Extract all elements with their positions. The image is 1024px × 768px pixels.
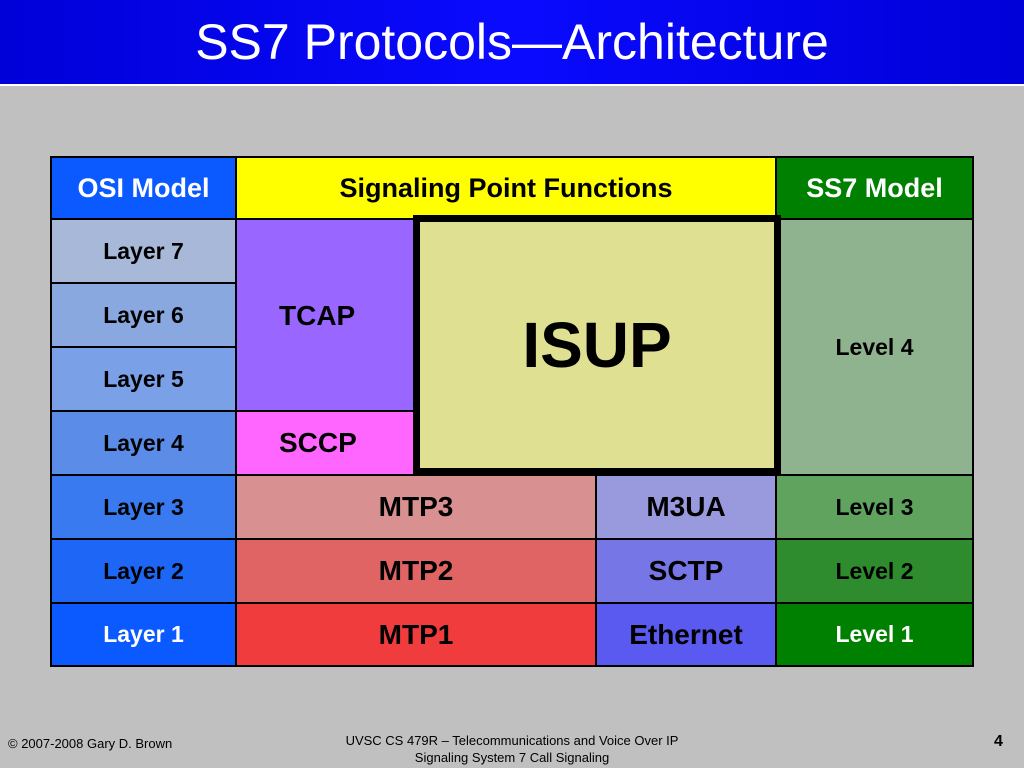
mtp3-cell: MTP3 (237, 476, 595, 538)
architecture-table: OSI Model Signaling Point Functions SS7 … (50, 156, 974, 667)
sctp-cell: SCTP (597, 540, 775, 602)
footer-subtitle: Signaling System 7 Call Signaling (414, 750, 610, 765)
ethernet-cell: Ethernet (597, 604, 775, 665)
footer-copyright: © 2007-2008 Gary D. Brown (8, 736, 173, 751)
osi-layer-1: Layer 1 (52, 604, 235, 665)
m3ua-cell: M3UA (597, 476, 775, 538)
mtp1-cell: MTP1 (237, 604, 595, 665)
title-bar: SS7 Protocols—Architecture (0, 0, 1024, 86)
ss7-level-1: Level 1 (777, 604, 972, 665)
page-number: 4 (994, 733, 1003, 750)
osi-layer-6: Layer 6 (52, 284, 235, 346)
ss7-level-3: Level 3 (777, 476, 972, 538)
osi-layer-4: Layer 4 (52, 412, 235, 474)
header-osi-model: OSI Model (52, 158, 235, 218)
footer-course: UVSC CS 479R – Telecommunications and Vo… (345, 733, 679, 748)
header-signaling-point-functions: Signaling Point Functions (237, 158, 775, 218)
osi-layer-3: Layer 3 (52, 476, 235, 538)
ss7-level-2: Level 2 (777, 540, 972, 602)
isup-box: ISUP (413, 215, 781, 475)
mtp2-cell: MTP2 (237, 540, 595, 602)
header-ss7-model: SS7 Model (777, 158, 972, 218)
ss7-level-4: Level 4 (777, 220, 972, 474)
footer-course-info: UVSC CS 479R – Telecommunications and Vo… (262, 732, 762, 766)
slide-title: SS7 Protocols—Architecture (195, 14, 829, 70)
osi-layer-2: Layer 2 (52, 540, 235, 602)
osi-layer-5: Layer 5 (52, 348, 235, 410)
osi-layer-7: Layer 7 (52, 220, 235, 282)
